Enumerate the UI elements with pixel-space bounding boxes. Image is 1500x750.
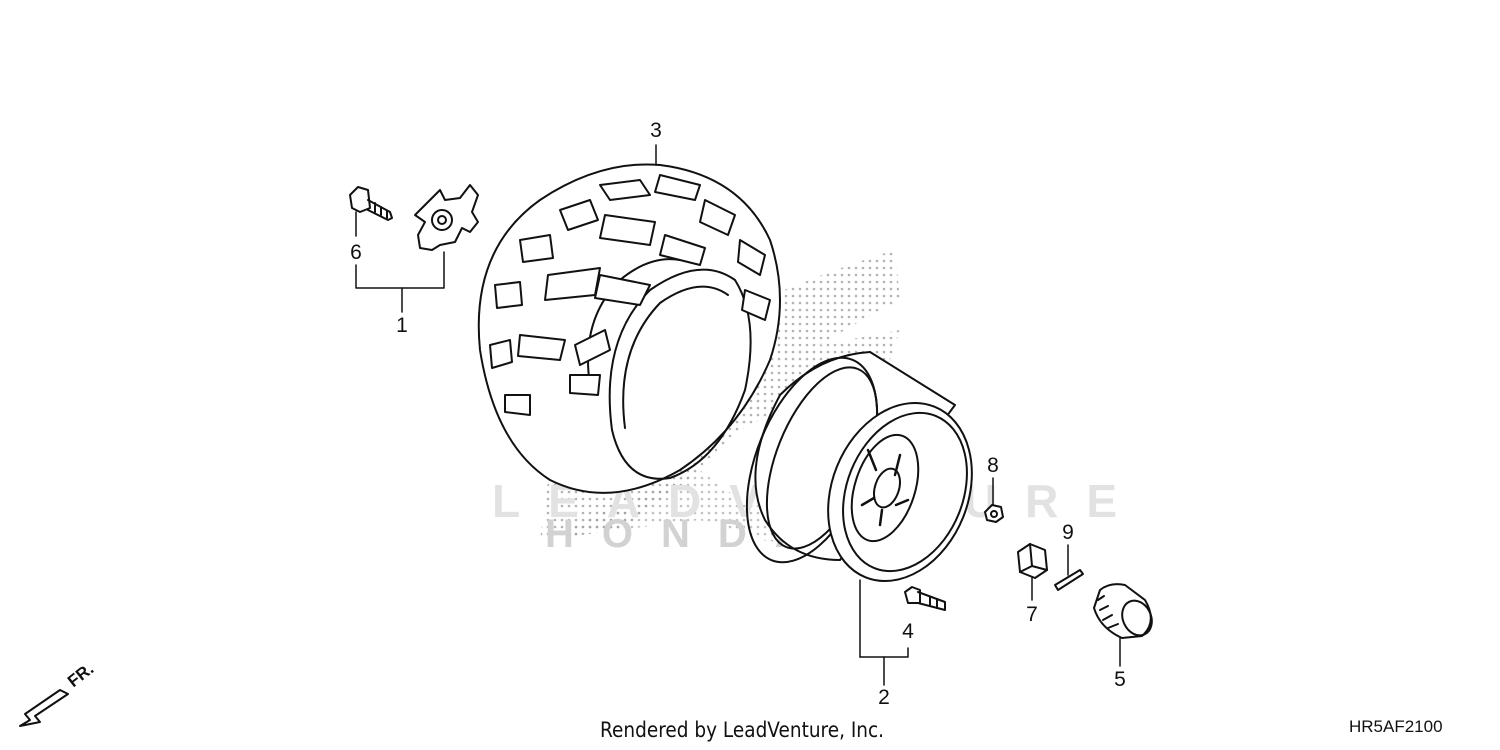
callout-7: 7	[1026, 603, 1038, 626]
cotter-pin-drawing	[1054, 569, 1084, 591]
hub-cap-drawing	[414, 184, 479, 251]
wheel-nut-drawing	[984, 504, 1004, 523]
callout-3: 3	[650, 119, 662, 142]
callout-8: 8	[987, 454, 999, 477]
front-direction-arrow	[19, 689, 69, 727]
diagram-code: HR5AF2100	[1349, 717, 1443, 736]
rear-tire-drawing	[477, 163, 781, 494]
callout-6: 6	[350, 241, 362, 264]
rear-wheel-rim-drawing	[745, 351, 973, 583]
callout-2: 2	[878, 686, 890, 709]
credit-text: Rendered by LeadVenture, Inc.	[600, 718, 885, 742]
tire-valve-drawing	[904, 586, 946, 611]
callout-4: 4	[902, 620, 914, 643]
leader-lines	[355, 144, 1121, 686]
callout-9: 9	[1062, 521, 1074, 544]
castle-nut-drawing	[1017, 543, 1048, 579]
callout-1: 1	[396, 314, 408, 337]
hub-cap-bolt-drawing	[349, 186, 393, 221]
wheel-nut-cap-drawing	[1093, 583, 1153, 639]
watermark-line2: HONDA	[545, 512, 832, 556]
callout-5: 5	[1114, 668, 1126, 691]
